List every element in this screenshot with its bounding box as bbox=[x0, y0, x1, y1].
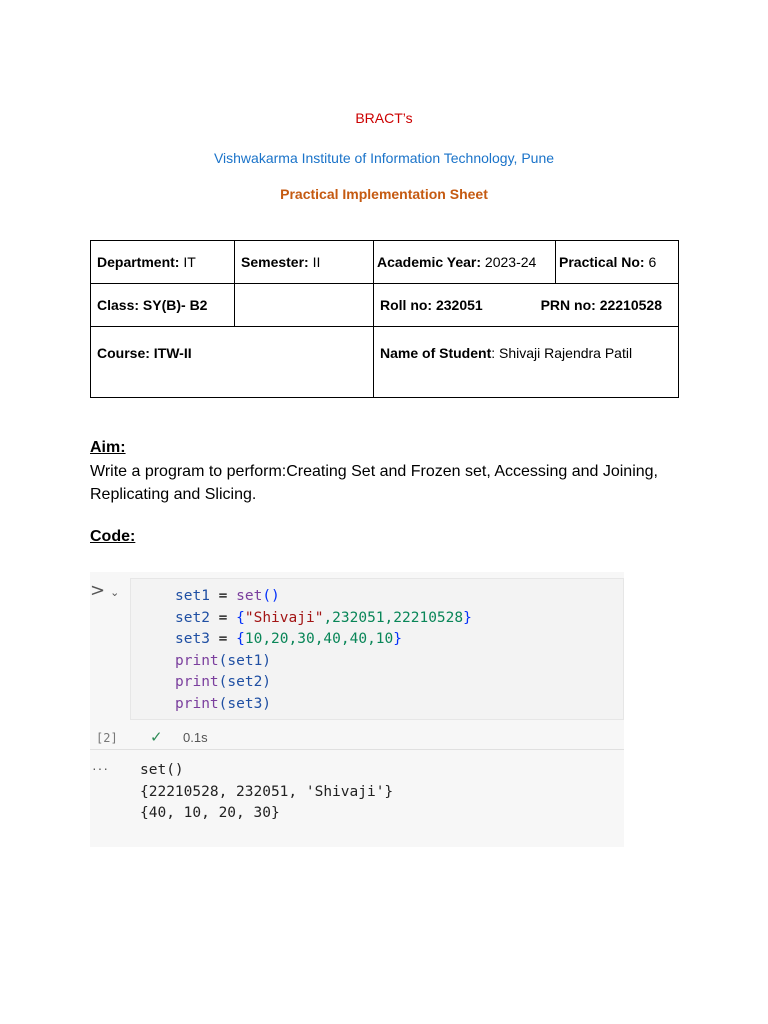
code-line-1: set1 = set() bbox=[175, 588, 280, 604]
student-name-cell: Name of Student: Shivaji Rajendra Patil bbox=[373, 326, 679, 398]
execution-time: 0.1s bbox=[183, 730, 208, 745]
code-heading: Code: bbox=[90, 528, 136, 545]
empty-cell bbox=[234, 283, 374, 327]
cell-divider bbox=[90, 749, 624, 750]
class-cell: Class: SY(B)- B2 bbox=[90, 283, 235, 327]
code-cell[interactable] bbox=[130, 578, 624, 720]
cell-output: set() {22210528, 232051, 'Shivaji'} {40, 1… bbox=[140, 760, 393, 825]
practical-no-value: 6 bbox=[644, 254, 657, 270]
practical-no-label: Practical No: bbox=[559, 254, 645, 270]
code-line-5: print(set2) bbox=[175, 674, 272, 691]
code-line-4: print(set1) bbox=[175, 652, 272, 669]
institute-name: Vishwakarma Institute of Information Tec… bbox=[213, 150, 555, 166]
institute-top-line: BRACT’s bbox=[355, 110, 413, 126]
notebook-screenshot: >⌄ set1 = set() set2 = {"Shivaji",232051,… bbox=[90, 572, 624, 847]
student-info-table: Department: IT Semester: II Academic Yea… bbox=[90, 240, 679, 398]
department-cell: Department: IT bbox=[90, 240, 235, 284]
department-value: IT bbox=[179, 254, 196, 270]
aim-text: Write a program to perform:Creating Set … bbox=[90, 463, 658, 503]
output-line: {22210528, 232051, 'Shivaji'} bbox=[140, 783, 394, 800]
output-line: set() bbox=[140, 762, 184, 778]
department-label: Department: bbox=[97, 254, 180, 270]
practical-no-cell: Practical No: 6 bbox=[555, 240, 679, 284]
semester-cell: Semester: II bbox=[234, 240, 374, 284]
checkmark-icon: ✓ bbox=[150, 729, 163, 746]
code-block: set1 = set() set2 = {"Shivaji",232051,222… bbox=[175, 586, 472, 716]
execution-count: [2] bbox=[96, 731, 118, 745]
student-name-label: Name of Student bbox=[380, 345, 492, 361]
semester-label: Semester: bbox=[241, 254, 309, 270]
academic-year-value: 2023-24 bbox=[481, 254, 537, 270]
code-line-6: print(set3) bbox=[175, 695, 272, 712]
run-chevron-icon[interactable]: >⌄ bbox=[90, 580, 120, 601]
sheet-title: Practical Implementation Sheet bbox=[280, 186, 488, 202]
academic-year-label: Academic Year: bbox=[377, 254, 482, 270]
course-cell: Course: ITW-II bbox=[90, 326, 374, 398]
code-line-3: set3 = {10,20,30,40,40,10} bbox=[175, 631, 402, 648]
output-line: {40, 10, 20, 30} bbox=[140, 805, 280, 822]
roll-no: Roll no: 232051 bbox=[380, 297, 483, 313]
roll-prn-cell: Roll no: 232051 PRN no: 22210528 bbox=[373, 283, 679, 327]
code-line-2: set2 = {"Shivaji",232051,22210528} bbox=[175, 609, 472, 626]
student-name-value: : Shivaji Rajendra Patil bbox=[491, 345, 633, 361]
academic-year-cell: Academic Year: 2023-24 bbox=[373, 240, 556, 284]
aim-heading: Aim: bbox=[90, 439, 126, 456]
output-more-icon[interactable]: ··· bbox=[92, 760, 109, 776]
semester-value: II bbox=[308, 254, 321, 270]
prn-no: PRN no: 22210528 bbox=[540, 297, 662, 313]
